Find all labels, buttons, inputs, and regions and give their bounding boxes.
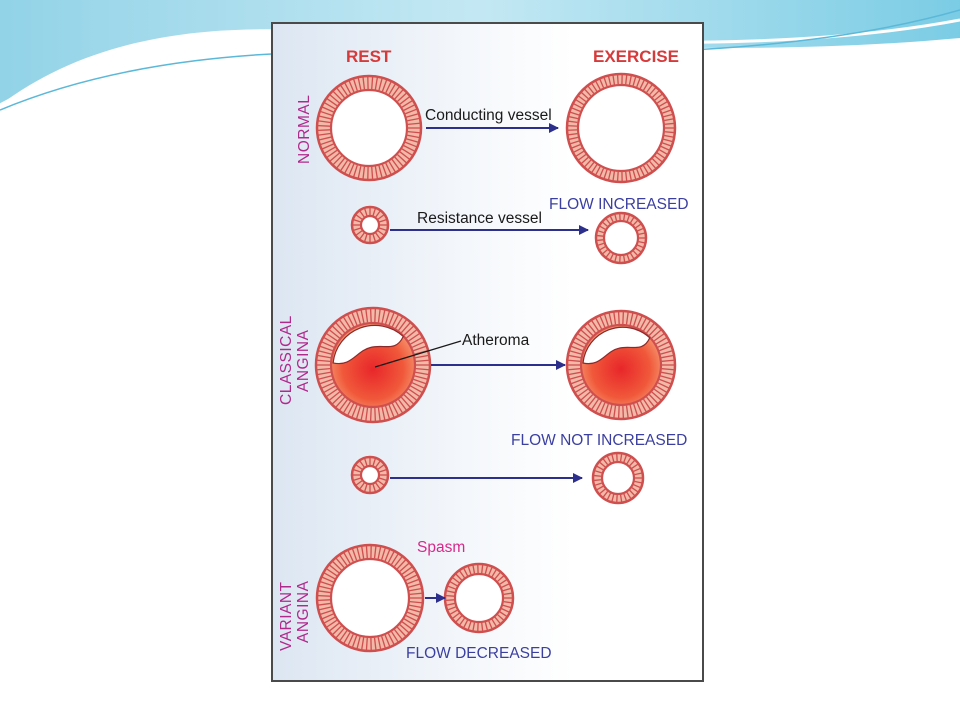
- vessel-resistance-exercise: [594, 211, 648, 265]
- label-flow-decreased: FLOW DECREASED: [406, 645, 552, 662]
- vessel-classical-exercise: [565, 309, 677, 421]
- vessel-variant-spasm: [443, 562, 515, 634]
- vessel-resistance-rest: [350, 205, 390, 245]
- vessel-classical-rest: [314, 306, 432, 424]
- row-label-classical-line2: ANGINA: [295, 329, 312, 392]
- row-label-classical-line1: CLASSICAL: [278, 315, 295, 405]
- label-flow-increased: FLOW INCREASED: [549, 196, 689, 213]
- angina-diagram: REST EXERCISE Conducting vessel FLOW INC…: [271, 22, 704, 682]
- label-conducting-vessel: Conducting vessel: [425, 107, 552, 124]
- vessel-classical-resistance-rest: [350, 455, 390, 495]
- label-spasm: Spasm: [417, 539, 465, 556]
- atheroma-pointer: [374, 340, 462, 368]
- row-label-variant-line2: ANGINA: [295, 580, 312, 643]
- label-resistance-vessel: Resistance vessel: [417, 210, 542, 227]
- vessel-normal-exercise: [565, 72, 677, 184]
- label-atheroma: Atheroma: [462, 332, 530, 349]
- row-label-normal: NORMAL: [296, 95, 313, 164]
- label-flow-not-increased: FLOW NOT INCREASED: [511, 432, 687, 449]
- vessel-classical-resistance-exercise: [591, 451, 645, 505]
- arrows: [374, 123, 589, 603]
- row-label-variant-line1: VARIANT: [278, 581, 295, 651]
- header-exercise: EXERCISE: [593, 47, 679, 66]
- header-rest: REST: [346, 47, 392, 66]
- vessel-variant-rest: [315, 543, 425, 653]
- vessel-normal-rest: [315, 74, 423, 182]
